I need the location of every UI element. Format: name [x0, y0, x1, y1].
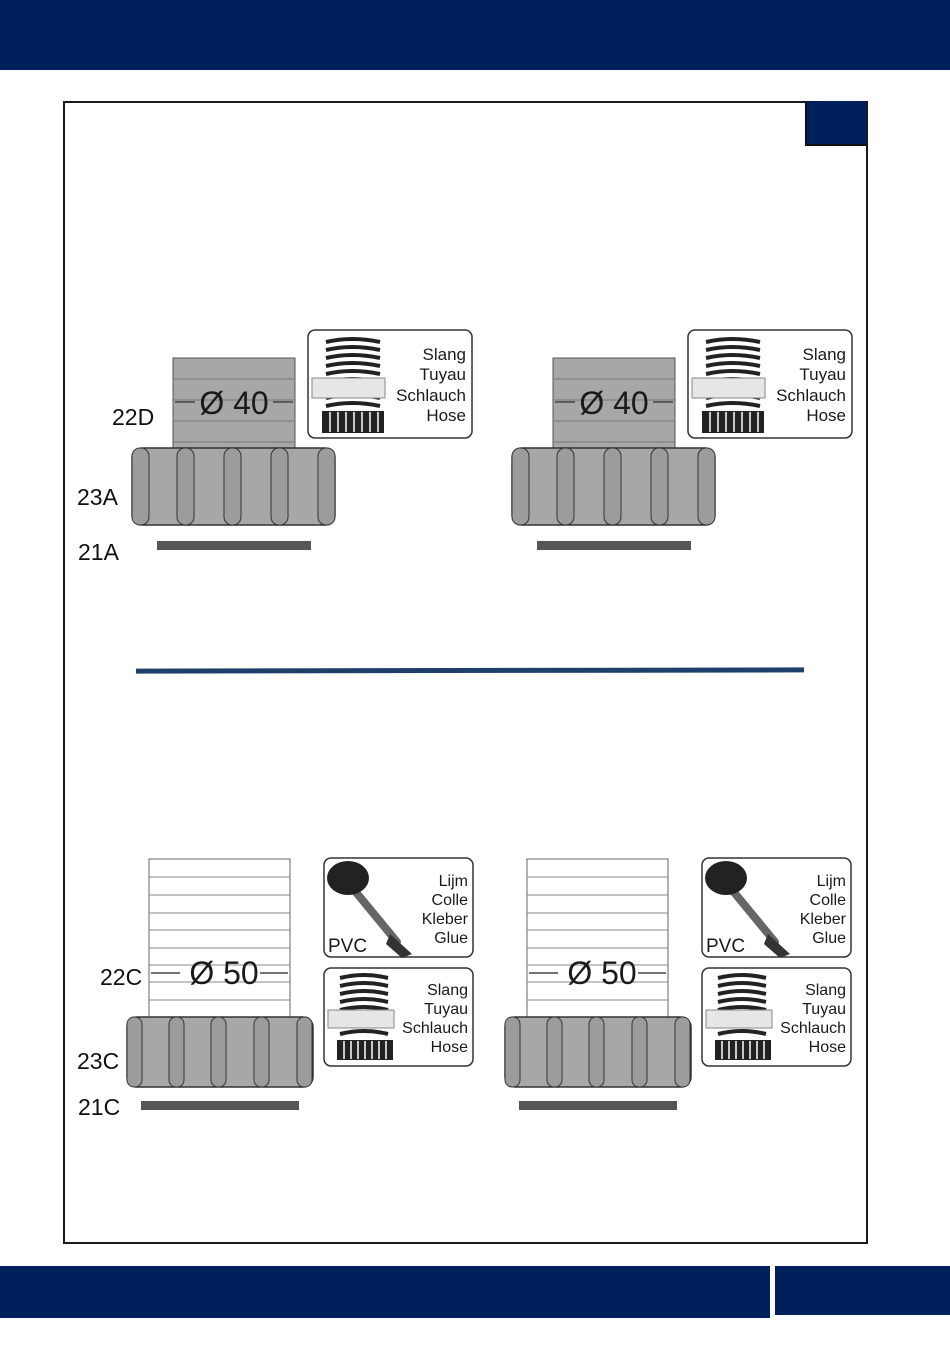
hose-tag: Slang Tuyau Schlauch Hose — [688, 330, 852, 438]
nut-icon — [702, 411, 764, 433]
glue-tag-line: Lijm — [439, 873, 468, 890]
hose-tag-line: Tuyau — [419, 365, 466, 384]
label-21a: 21A — [78, 539, 119, 566]
diameter-label: Ø 50 — [567, 955, 636, 991]
pipe-40: Ø 40 — [553, 358, 675, 453]
glue-tag-line: Kleber — [800, 911, 847, 928]
header-bar — [0, 0, 950, 70]
footer-bar — [0, 1266, 770, 1318]
pipe-end-icon — [692, 378, 765, 398]
glue-tag-line: Lijm — [817, 873, 846, 890]
hose-tag-line: Schlauch — [402, 1020, 468, 1037]
diameter-label: Ø 40 — [579, 385, 648, 421]
corner-tab — [805, 101, 866, 146]
nut-23a — [132, 448, 335, 525]
hose-tag-line: Schlauch — [780, 1020, 846, 1037]
assembly-bottom-right: Ø 50 PVC Lijm Colle Kleber Glue — [498, 850, 858, 1120]
washer — [519, 1101, 677, 1110]
pipe-40: Ø 40 — [173, 358, 295, 453]
label-23c: 23C — [77, 1048, 119, 1075]
assembly-top-right: Ø 40 Slang Tuyau — [500, 320, 870, 560]
hose-tag-line: Slang — [423, 345, 466, 364]
hose-tag-line: Hose — [806, 406, 846, 425]
diameter-label: Ø 50 — [189, 955, 258, 991]
pipe-end-icon — [312, 378, 385, 398]
hose-tag: Slang Tuyau Schlauch Hose — [308, 330, 472, 438]
hose-tag-line: Hose — [809, 1039, 846, 1056]
hose-tag-line: Hose — [431, 1039, 468, 1056]
label-23a: 23A — [77, 484, 118, 511]
hose-tag-line: Tuyau — [799, 365, 846, 384]
assembly-bottom-left: Ø 50 PVC Lijm Colle Kleber Glue — [120, 850, 480, 1120]
pipe-50: Ø 50 — [527, 859, 668, 1027]
nut-23c — [127, 1017, 313, 1087]
washer — [537, 541, 691, 550]
assembly-top-left: Ø 40 Slang T — [120, 320, 490, 560]
hose-tag: Slang Tuyau Schlauch Hose — [702, 968, 851, 1066]
hose-tag-line: Schlauch — [396, 386, 466, 405]
pipe-50: Ø 50 — [149, 859, 290, 1027]
glue-tag-line: Colle — [810, 892, 847, 909]
hose-tag-line: Slang — [803, 345, 846, 364]
glue-tag-line: Kleber — [422, 911, 469, 928]
label-21c: 21C — [78, 1094, 120, 1121]
glue-material: PVC — [328, 936, 367, 957]
glue-material: PVC — [706, 936, 745, 957]
hose-tag-line: Hose — [426, 406, 466, 425]
pipe-end-icon — [706, 1010, 772, 1028]
nut — [505, 1017, 691, 1087]
glue-tag-line: Glue — [812, 930, 846, 947]
hose-tag: Slang Tuyau Schlauch Hose — [324, 968, 473, 1066]
hose-tag-line: Schlauch — [776, 386, 846, 405]
nut-icon — [322, 411, 384, 433]
hose-tag-line: Tuyau — [802, 1001, 846, 1018]
glue-tag: PVC Lijm Colle Kleber Glue — [324, 858, 473, 958]
glue-tag-line: Colle — [432, 892, 469, 909]
glue-tag: PVC Lijm Colle Kleber Glue — [702, 858, 851, 958]
diameter-label: Ø 40 — [199, 385, 268, 421]
hose-tag-line: Slang — [805, 982, 846, 999]
pipe-end-icon — [328, 1010, 394, 1028]
washer-21c — [141, 1101, 299, 1110]
footer-page-box — [775, 1266, 950, 1315]
hose-tag-line: Tuyau — [424, 1001, 468, 1018]
glue-tag-line: Glue — [434, 930, 468, 947]
hose-tag-line: Slang — [427, 982, 468, 999]
nut — [512, 448, 715, 525]
washer-21a — [157, 541, 311, 550]
